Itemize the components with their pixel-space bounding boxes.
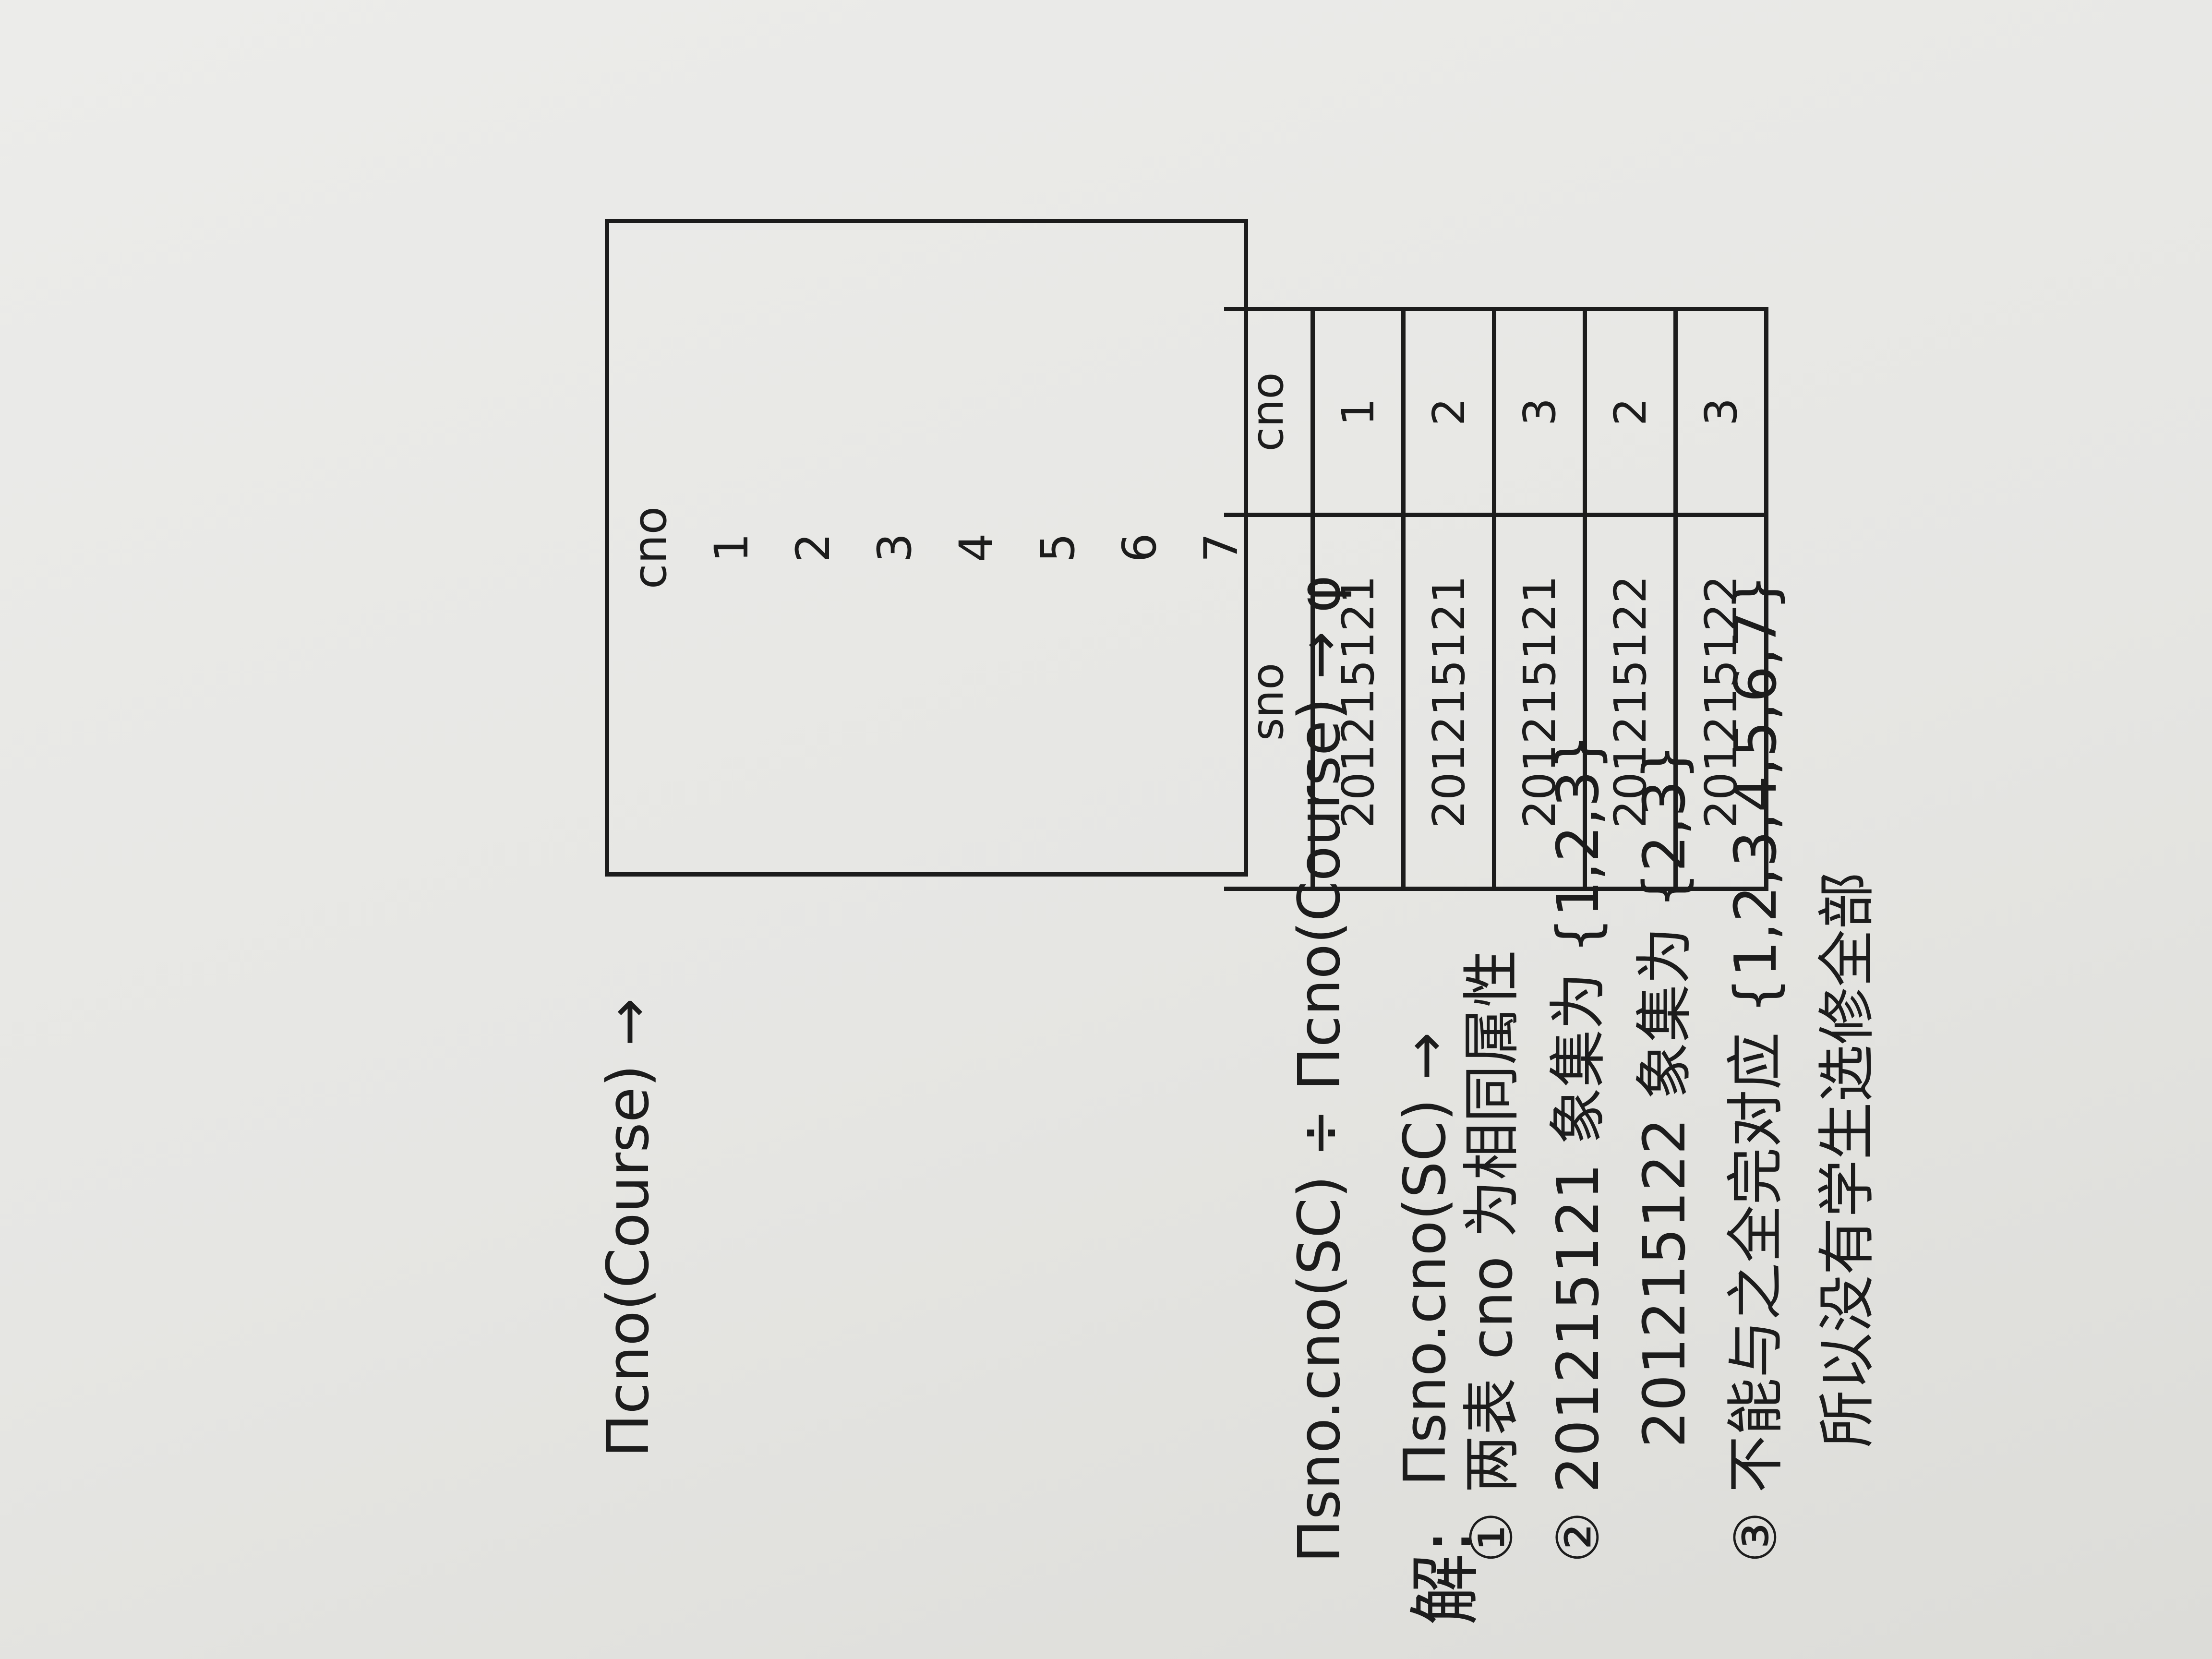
- table-row: 201215121 2: [1403, 309, 1494, 889]
- table-cell-cno: 2: [1403, 309, 1494, 515]
- table-cell-cno: 2: [1585, 309, 1676, 515]
- step-2b: 201215122 象集为 {2,3}: [1632, 744, 1698, 1448]
- step-3b: 所以没有学生选修全部: [1814, 872, 1881, 1448]
- table-cell-cno: 3: [1675, 309, 1767, 515]
- table-cell-cno: 1: [1312, 309, 1404, 515]
- cno-value: 6: [1113, 533, 1166, 563]
- step-2a: ② 201215121 象集为 {1,2,3}: [1545, 733, 1612, 1563]
- step-3a: ③ 不能与之全完对应 {1,2,3,4,5,6,7}: [1723, 574, 1790, 1563]
- division-expression: Πsno.cno(SC) ÷ Πcno(Course) → φ: [1286, 575, 1353, 1563]
- cno-value: 5: [1031, 533, 1085, 563]
- cno-value: 4: [950, 533, 1003, 563]
- cno-value: 7: [1194, 533, 1248, 563]
- step-1: ① 两表 cno 为相同属性: [1459, 950, 1526, 1563]
- cno-value: 3: [868, 533, 922, 563]
- projection-course-expression: Πcno(Course) →: [595, 998, 662, 1457]
- table-cell-sno: 201215121: [1403, 515, 1494, 889]
- cno-box: cno 1 2 3 4 5 6 7: [605, 219, 1248, 877]
- cno-value: 2: [786, 533, 840, 563]
- cno-box-header: cno: [623, 506, 677, 589]
- table-cell-cno: 3: [1494, 309, 1585, 515]
- cno-value: 1: [705, 533, 758, 563]
